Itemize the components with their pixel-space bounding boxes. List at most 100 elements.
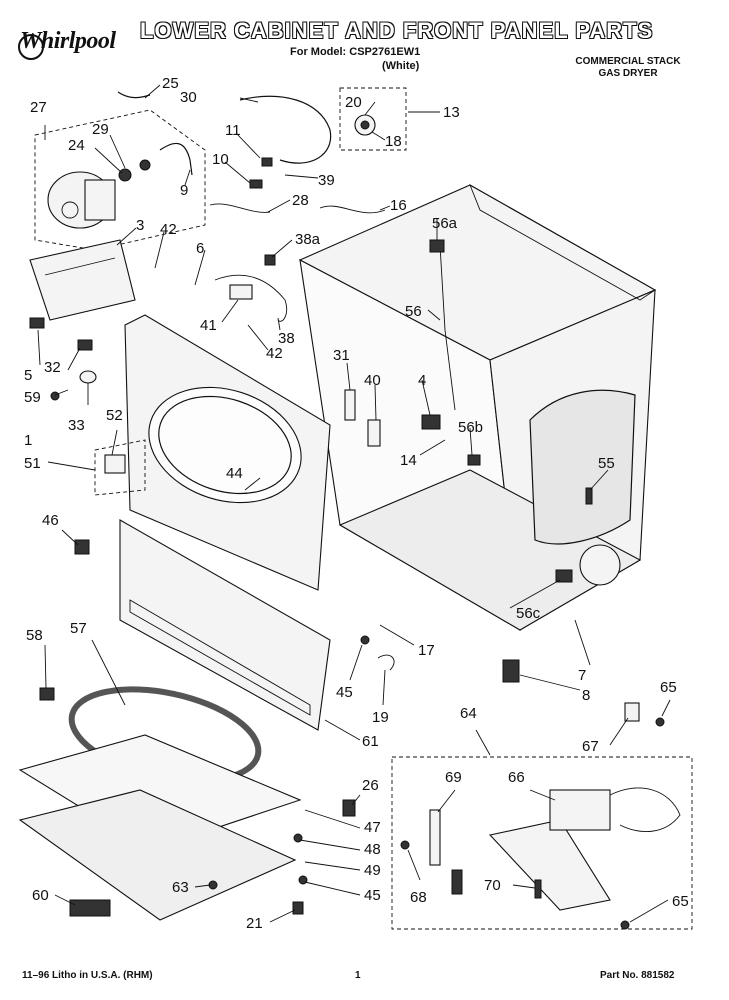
- callout-11: 11: [225, 122, 241, 139]
- callout-3: 3: [136, 217, 144, 234]
- callout-67: 67: [582, 738, 599, 755]
- kick-pad-60: [69, 899, 111, 917]
- callout-28: 28: [292, 192, 309, 209]
- callout-44: 44: [226, 465, 243, 482]
- callout-14: 14: [400, 452, 417, 469]
- gas-valve-66: [549, 789, 611, 831]
- callout-33: 33: [68, 417, 85, 434]
- model-number: For Model: CSP2761EW1: [290, 46, 421, 58]
- thermostat-group-boundary: [339, 87, 407, 151]
- igniter-69: [429, 809, 441, 866]
- callout-39: 39: [318, 172, 335, 189]
- description-line-1: COMMERCIAL STACK: [575, 56, 681, 67]
- screw-63: [208, 880, 218, 890]
- callout-63: 63: [172, 879, 189, 896]
- callout-56b: 56b: [458, 419, 483, 436]
- callout-56c: 56c: [516, 605, 541, 622]
- wire-harness-56: [439, 244, 456, 411]
- callout-57: 57: [70, 620, 87, 637]
- clip-46: [74, 539, 90, 555]
- cabinet-top-flange: [469, 183, 656, 301]
- motor-assembly-group: [34, 109, 206, 251]
- brand-logo: Whirlpool: [20, 28, 116, 54]
- connector-56c: [555, 569, 573, 583]
- callout-42b: 42: [266, 345, 283, 362]
- screw-45b: [298, 875, 308, 885]
- callout-30: 30: [180, 89, 197, 106]
- callout-52: 52: [106, 407, 123, 424]
- door-opening: [148, 386, 302, 504]
- footer-part-number: Part No. 881582: [600, 970, 675, 981]
- burner-assembly-boundary: [391, 756, 693, 930]
- motor-assembly-boundary: [34, 109, 206, 251]
- callout-49: 49: [364, 862, 381, 879]
- callout-47: 47: [364, 819, 381, 836]
- callout-16: 16: [390, 197, 407, 214]
- screw-65b: [620, 920, 630, 930]
- base-plate-lower-47: [18, 789, 297, 921]
- door-switch-41: [229, 284, 253, 300]
- door-seal-44: [158, 395, 292, 495]
- connector-56a: [429, 239, 445, 253]
- mount-rib: [44, 257, 116, 276]
- screw-45a: [360, 635, 370, 645]
- callout-70: 70: [484, 877, 501, 894]
- callout-58: 58: [26, 627, 43, 644]
- leveling-leg-8: [502, 659, 520, 683]
- callout-56a: 56a: [432, 215, 458, 232]
- burner-tube: [488, 819, 611, 911]
- motor-pulley: [61, 201, 79, 219]
- pad-58: [39, 687, 55, 701]
- gas-valve-wires: [609, 787, 681, 832]
- product-description: COMMERCIAL STACK GAS DRYER: [563, 56, 693, 80]
- callout-56: 56: [405, 303, 422, 320]
- terminal-block-31: [344, 389, 356, 421]
- screw-48: [293, 833, 303, 843]
- callout-42a: 42: [160, 221, 177, 238]
- callout-55: 55: [598, 455, 615, 472]
- callout-38a: 38a: [295, 231, 321, 248]
- callout-45a: 45: [336, 684, 353, 701]
- harness-38: [214, 274, 288, 322]
- page-title: LOWER CABINET AND FRONT PANEL PARTS: [140, 18, 654, 43]
- callout-8: 8: [582, 687, 590, 704]
- leader-lines: [37, 84, 671, 923]
- harness-16: [319, 205, 386, 214]
- screw-70: [534, 879, 542, 899]
- callout-25: 25: [162, 75, 179, 92]
- whirlpool-logo-ring: [18, 34, 44, 60]
- callout-64: 64: [460, 705, 477, 722]
- harness-25: [117, 91, 151, 99]
- connector-56b: [467, 454, 481, 466]
- footer-litho-info: 11–96 Litho in U.S.A. (RHM): [22, 970, 153, 981]
- clamp-19: [377, 654, 395, 671]
- callout-9: 9: [180, 182, 188, 199]
- callout-6: 6: [196, 240, 204, 257]
- callout-10: 10: [212, 151, 229, 168]
- toe-panel-slot: [129, 599, 311, 716]
- connector-38a: [264, 254, 276, 266]
- callout-24: 24: [68, 137, 85, 154]
- callout-5: 5: [24, 367, 32, 384]
- screw-55: [585, 487, 593, 505]
- igniter-tip: [451, 869, 463, 895]
- model-variant: (White): [382, 60, 420, 72]
- motor-mount-bracket: [29, 239, 136, 401]
- callout-29: 29: [92, 121, 109, 138]
- hinge-group-51-boundary: [94, 439, 146, 496]
- belt-30: [239, 95, 332, 164]
- bracket-21: [292, 901, 304, 915]
- rear-vent-panel: [529, 389, 636, 545]
- callout-65a: 65: [660, 679, 677, 696]
- callout-20: 20: [345, 94, 362, 111]
- callout-65b: 65: [672, 893, 689, 910]
- callout-48: 48: [364, 841, 381, 858]
- callout-32: 32: [44, 359, 61, 376]
- motor-washer-29: [139, 159, 151, 171]
- callout-45b: 45: [364, 887, 381, 904]
- callout-19: 19: [372, 709, 389, 726]
- callout-59: 59: [24, 389, 41, 406]
- callout-17: 17: [418, 642, 435, 659]
